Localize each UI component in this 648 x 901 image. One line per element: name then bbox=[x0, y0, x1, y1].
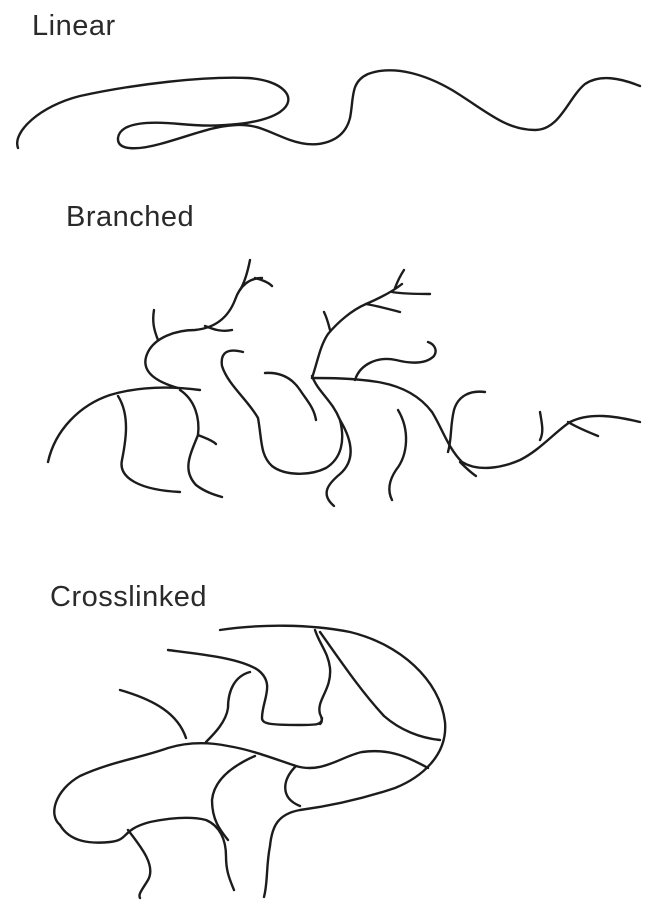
branched-twig bbox=[540, 412, 542, 440]
branched-twig bbox=[324, 312, 330, 330]
branched-twig bbox=[366, 304, 400, 312]
crosslinked-chain bbox=[60, 818, 234, 890]
branched-side-chain bbox=[222, 351, 343, 474]
crosslinked-chain bbox=[54, 743, 428, 825]
branched-side-chain bbox=[448, 392, 485, 452]
branched-side-chain bbox=[389, 410, 406, 500]
branched-backbone-loop bbox=[145, 278, 262, 388]
crosslinked-chain bbox=[120, 690, 186, 738]
branched-twig bbox=[392, 292, 430, 294]
crosslinked-chain bbox=[206, 672, 250, 742]
linear-polymer-chain bbox=[17, 70, 640, 148]
branched-twig bbox=[153, 310, 158, 340]
crosslinked-polymer bbox=[54, 626, 445, 898]
linear-chain-path bbox=[17, 70, 640, 148]
branched-twig bbox=[205, 326, 232, 331]
crosslinked-chain bbox=[168, 650, 322, 725]
branched-twig bbox=[568, 422, 598, 436]
branched-side-chain bbox=[312, 284, 402, 378]
crosslinked-chain bbox=[320, 632, 440, 740]
branched-side-chain bbox=[355, 342, 436, 380]
branched-twig bbox=[240, 260, 250, 290]
crosslinked-chain bbox=[128, 830, 150, 898]
crosslinked-chain bbox=[285, 766, 300, 806]
crosslinked-chain bbox=[212, 756, 255, 840]
branched-side-chain bbox=[327, 420, 351, 506]
branched-twig bbox=[198, 435, 216, 444]
branched-twig bbox=[255, 278, 272, 286]
branched-twig bbox=[265, 373, 316, 420]
branched-polymer bbox=[48, 260, 640, 506]
branched-side-chain bbox=[118, 396, 180, 492]
